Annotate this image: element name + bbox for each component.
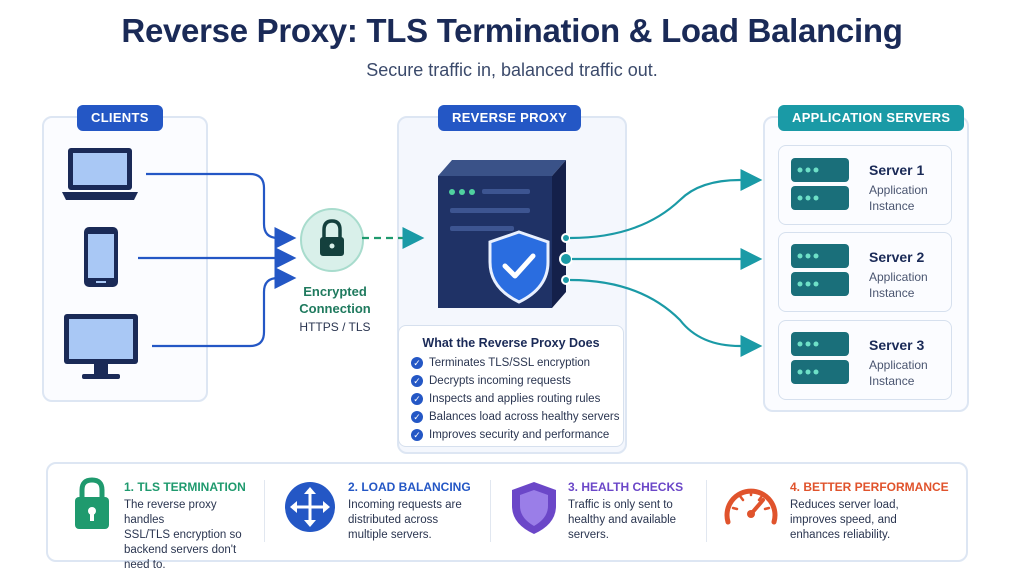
check-icon: ✓	[411, 374, 423, 387]
proxy-function-item: ✓Terminates TLS/SSL encryption	[411, 356, 590, 370]
lock-icon	[300, 208, 364, 272]
feature-title: 1. TLS TERMINATION	[124, 480, 246, 494]
smartphone-icon	[84, 227, 118, 287]
connection-label-1: Encrypted	[303, 284, 367, 299]
laptop-icon	[62, 148, 138, 200]
feature-divider	[490, 480, 491, 542]
feature-divider	[264, 480, 265, 542]
connection-protocol: HTTPS / TLS	[299, 320, 371, 334]
page-title: Reverse Proxy: TLS Termination & Load Ba…	[121, 12, 903, 49]
features-bar	[46, 462, 968, 562]
proxy-function-item: ✓Decrypts incoming requests	[411, 374, 571, 388]
page-subtitle: Secure traffic in, balanced traffic out.	[366, 60, 658, 80]
server-rack-icon	[791, 332, 849, 384]
check-icon: ✓	[411, 410, 423, 423]
proxy-functions-box: What the Reverse Proxy Does ✓Terminates …	[398, 325, 624, 447]
feature-title: 2. LOAD BALANCING	[348, 480, 471, 494]
shield-icon	[512, 482, 556, 534]
proxy-function-item: ✓Inspects and applies routing rules	[411, 392, 600, 406]
client-arrows	[138, 172, 297, 348]
feature-title: 3. HEALTH CHECKS	[568, 480, 684, 494]
shield-check-icon	[488, 230, 550, 304]
gauge-icon	[724, 488, 778, 525]
servers-label: APPLICATION SERVERS	[778, 105, 965, 131]
arrows-move-icon	[285, 482, 335, 532]
feature-icons	[75, 477, 778, 534]
clients-label: CLIENTS	[77, 105, 163, 131]
proxy-functions-title: What the Reverse Proxy Does	[422, 336, 600, 350]
lock-icon	[75, 477, 109, 529]
feature-title: 4. BETTER PERFORMANCE	[790, 480, 949, 494]
server-name: Server 2	[869, 249, 925, 265]
server-rack-icon	[791, 244, 849, 296]
check-icon: ✓	[411, 356, 423, 369]
check-icon: ✓	[411, 428, 423, 441]
proxy-function-item: ✓Improves security and performance	[411, 428, 609, 442]
proxy-label: REVERSE PROXY	[438, 105, 582, 131]
server-rack-icon	[791, 158, 849, 210]
server-name: Server 1	[869, 162, 925, 178]
feature-divider	[706, 480, 707, 542]
server-name: Server 3	[869, 337, 925, 353]
proxy-function-item: ✓Balances load across healthy servers	[411, 410, 620, 424]
desktop-icon	[64, 314, 138, 379]
server-arrows	[569, 169, 763, 357]
check-icon: ✓	[411, 392, 423, 405]
diagram-graphics	[62, 148, 849, 384]
connection-label-2: Connection	[299, 301, 371, 316]
